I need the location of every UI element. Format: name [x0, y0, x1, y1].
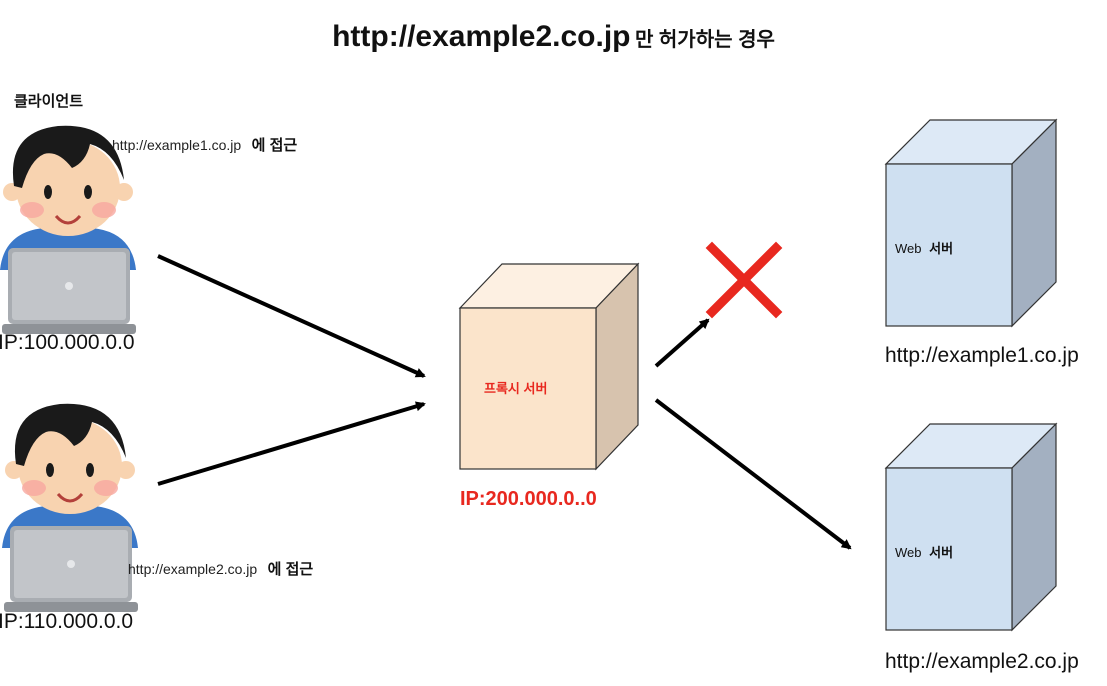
client2-ip: IP:110.000.0.0 [0, 610, 134, 633]
client1-access-suffix: 에 접근 [251, 137, 298, 154]
proxy-server-box [458, 262, 640, 471]
client1-person-icon [0, 124, 138, 336]
title-url: http://example2.co.jp [332, 20, 631, 53]
server2-label-en: Web [895, 545, 922, 560]
proxy-label: 프록시 서버 [484, 381, 548, 396]
client2-person-icon [0, 402, 140, 614]
client2-access-url: http://example2.co.jp [128, 561, 258, 577]
client1-to-proxy-arrow-icon [157, 254, 426, 378]
client-heading: 클라이언트 [14, 93, 84, 110]
client1-access-label: http://example1.co.jp 에 접근 [112, 134, 297, 155]
client1-ip: IP:100.000.0.0 [0, 331, 135, 354]
client2-access-suffix: 에 접근 [267, 561, 314, 578]
server1-label-en: Web [895, 241, 922, 256]
page-title: http://example2.co.jp 만 허가하는 경우 [0, 20, 1107, 54]
server1-label: Web 서버 [895, 238, 953, 257]
client2-access-label: http://example2.co.jp 에 접근 [128, 558, 313, 579]
client1-access-url: http://example1.co.jp [112, 137, 242, 153]
proxy-to-blocked-arrow-icon [654, 318, 710, 368]
server1-label-ko: 서버 [929, 241, 954, 256]
blocked-x-icon [705, 241, 783, 319]
server2-url: http://example2.co.jp [885, 650, 1079, 673]
client2-to-proxy-arrow-icon [157, 401, 426, 486]
web-server-2-box [884, 422, 1058, 632]
server2-label-ko: 서버 [929, 545, 954, 560]
proxy-ip: IP:200.000.0..0 [460, 488, 597, 510]
server1-url: http://example1.co.jp [885, 344, 1079, 367]
title-suffix: 만 허가하는 경우 [634, 29, 775, 51]
proxy-to-server2-arrow-icon [654, 398, 852, 550]
web-server-1-box [884, 118, 1058, 328]
server2-label: Web 서버 [895, 542, 953, 561]
